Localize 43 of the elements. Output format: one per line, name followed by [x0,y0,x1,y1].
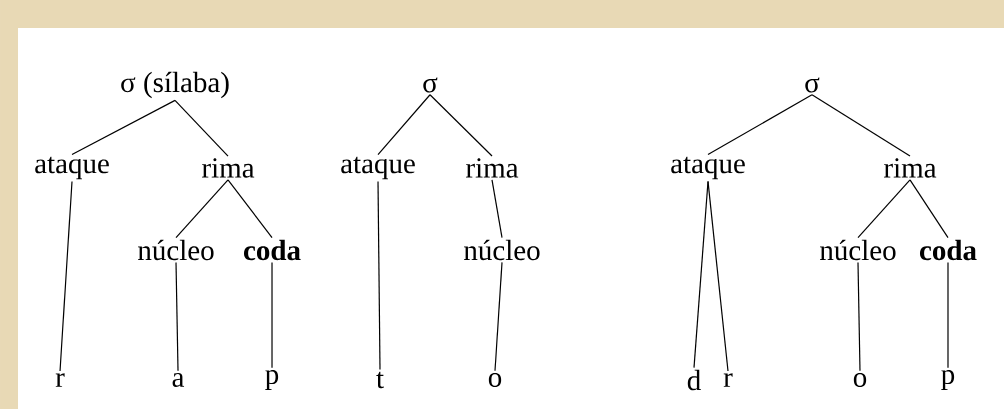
tree-branch [175,179,229,239]
tree-branch [175,261,179,372]
tree-label: coda [244,239,301,261]
tree-label: núcleo [464,239,540,261]
tree-branch [271,261,273,369]
tree-branch [707,180,729,372]
tree-label: σ [805,77,820,93]
tree-label: rima [884,158,937,178]
tree-branch [947,261,949,369]
tree-branch [227,179,273,239]
tree-branch [811,94,911,157]
tree-branch [909,179,949,239]
tree-label: r [55,373,65,387]
tree-label: o [853,373,867,387]
tree-branch [71,99,176,156]
tree-label: σ [423,77,438,93]
tree-branch [59,180,73,372]
tree-label: σ (sílaba) [121,71,229,99]
tree-label: ataque [341,156,415,180]
tree-label: rima [466,158,519,178]
tree-label: ataque [671,156,745,180]
tree-branch [377,94,431,156]
tree-label: p [941,370,955,390]
tree-label: ataque [35,156,109,180]
tree-branch [429,94,493,157]
tree-label: o [488,373,502,387]
tree-label: a [172,373,185,387]
tree-label: rima [202,158,255,178]
tree-branch [491,179,503,239]
tree-label: núcleo [820,239,896,261]
tree-label: r [723,373,733,387]
tree-branch [693,180,709,369]
tree-branch [857,261,861,372]
tree-label: p [265,370,279,390]
tree-label: d [687,369,701,391]
tree-branch [857,179,911,239]
tree-branch [377,180,381,371]
tree-label: núcleo [138,239,214,261]
tree-label: t [376,371,384,389]
tree-branch [494,261,503,372]
tree-branch [174,99,229,157]
tree-branch [707,94,813,156]
tree-label: coda [920,239,977,261]
